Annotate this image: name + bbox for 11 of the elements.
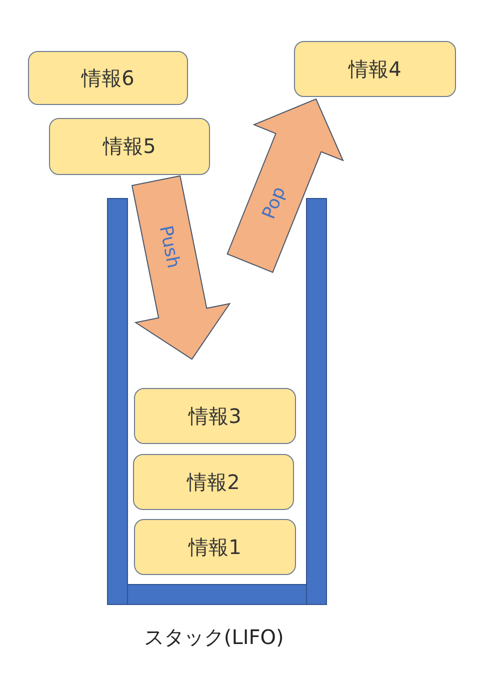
data-card: 情報2: [133, 454, 294, 510]
block-arrow: [131, 175, 231, 360]
edge-label: Push: [154, 224, 184, 270]
block-arrow: [226, 98, 344, 273]
edge-label: Pop: [258, 184, 290, 222]
data-card: 情報5: [49, 118, 210, 175]
data-card: 情報6: [28, 51, 188, 105]
data-card: 情報1: [134, 519, 296, 575]
caption-text: スタック(LIFO): [144, 624, 284, 651]
data-card: 情報3: [134, 388, 296, 444]
data-card: 情報4: [294, 41, 456, 97]
